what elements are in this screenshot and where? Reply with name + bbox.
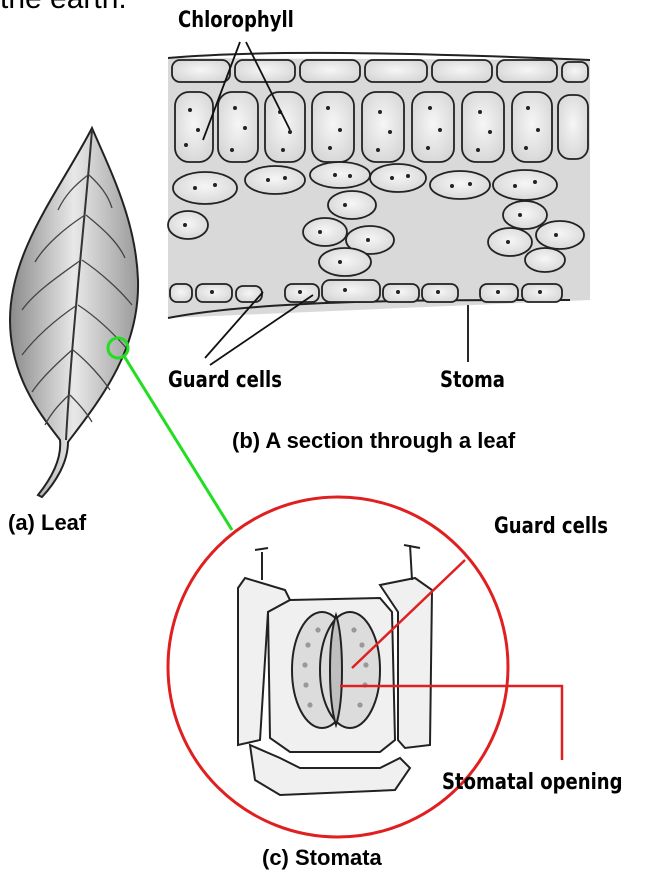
stomatal-opening-label: Stomatal opening [442, 770, 623, 795]
stomata-caption: (c) Stomata [262, 845, 382, 871]
guard-cells-stomata-label: Guard cells [494, 514, 608, 539]
guard-cells-section-label: Guard cells [168, 368, 282, 393]
section-caption: (b) A section through a leaf [232, 428, 515, 454]
partial-header-text: the earth. [0, 0, 127, 16]
leaf-caption: (a) Leaf [8, 510, 86, 536]
leaf-section-drawing [168, 42, 590, 365]
chlorophyll-label: Chlorophyll [178, 8, 294, 33]
stoma-label: Stoma [440, 368, 505, 393]
